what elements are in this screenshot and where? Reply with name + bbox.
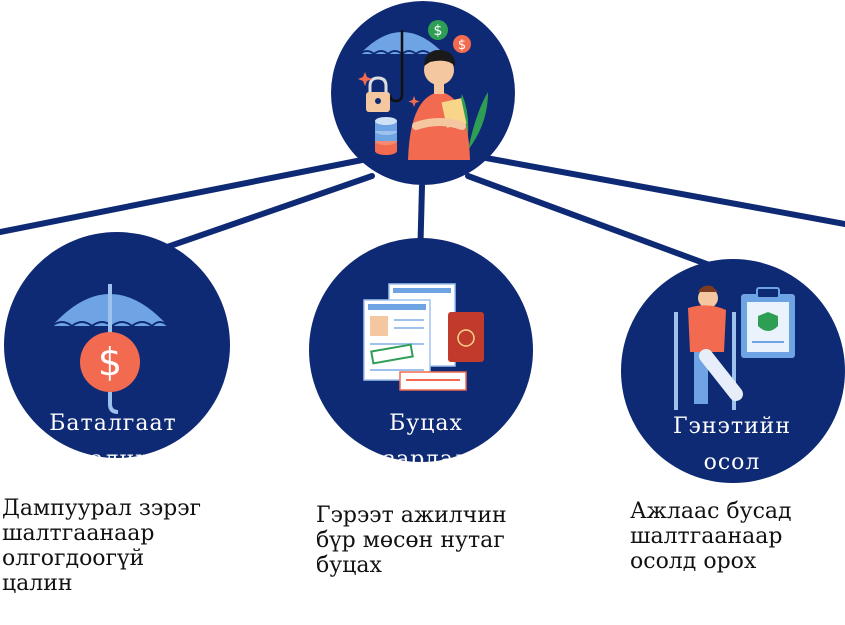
description-line: шалтгаанаар — [630, 524, 783, 549]
clipboard-check-icon — [741, 287, 795, 358]
injured-person-icon — [674, 285, 743, 410]
dollar-coin-icon: $ $ — [428, 20, 471, 53]
node-label: Буцах — [389, 411, 463, 436]
umbrella-icon — [359, 30, 445, 103]
description-line: олгогдоогүй — [2, 546, 145, 571]
svg-text:$: $ — [434, 23, 443, 39]
node-return-cost: Буцах зардал — [309, 238, 533, 472]
person-icon — [408, 50, 470, 160]
description-guaranteed-salary: Дампуурал зэрэг шалтгаанаар олгогдоогүй … — [2, 496, 201, 596]
connector-left-outer — [0, 157, 365, 235]
hub-node: $ $ — [331, 1, 515, 185]
description-line: буцах — [316, 553, 382, 578]
node-label: осол — [704, 450, 761, 475]
node-accident: Гэнэтийн осол — [621, 259, 845, 483]
description-line: осолд орох — [630, 549, 757, 574]
description-line: Гэрээт ажилчин — [316, 503, 507, 528]
svg-text:$: $ — [458, 38, 466, 53]
description-line: шалтгаанаар — [2, 521, 155, 546]
node-guaranteed-salary: $ Баталгаат цалин — [4, 232, 230, 472]
node-label: зардал — [383, 447, 469, 472]
description-line: Ажлаас бусад — [630, 499, 792, 524]
description-line: цалин — [2, 571, 73, 596]
description-accident: Ажлаас бусад шалтгаанаар осолд орох — [630, 499, 792, 574]
node-label: цалин — [75, 447, 151, 472]
coin-stack-icon — [375, 117, 397, 155]
connector-right-outer — [483, 155, 845, 227]
sparkle-icon — [358, 72, 420, 107]
connector-right-node — [465, 173, 715, 269]
node-label: Гэнэтийн — [673, 414, 791, 439]
node-label: Баталгаат — [49, 411, 176, 436]
description-return-cost: Гэрээт ажилчин бүр мөсөн нутаг буцах — [316, 503, 507, 578]
visa-documents-icon — [363, 283, 484, 391]
description-line: бүр мөсөн нутаг — [316, 528, 505, 553]
lock-icon — [366, 76, 390, 112]
svg-text:$: $ — [98, 340, 122, 384]
umbrella-dollar-icon: $ — [51, 284, 169, 414]
description-line: Дампуурал зэрэг — [2, 496, 202, 521]
